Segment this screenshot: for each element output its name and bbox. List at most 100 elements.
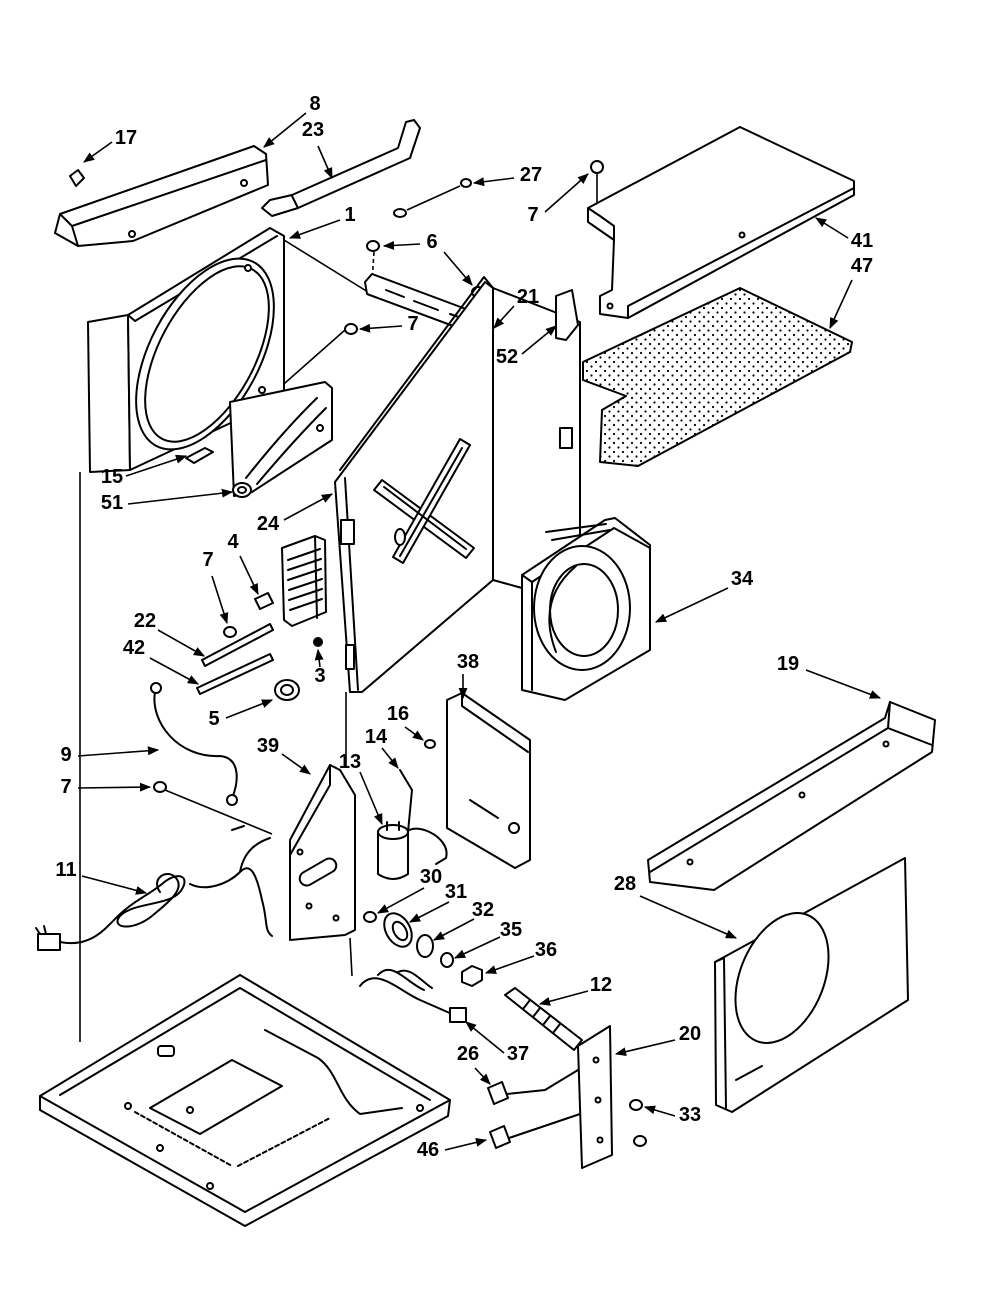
callout-11: 11 (55, 859, 76, 881)
part-13-capacitor (377, 821, 409, 880)
shroud-hole (244, 264, 252, 272)
part-6-screw (366, 240, 380, 252)
leader-7-mid (358, 323, 403, 333)
base-pan-channel (264, 1029, 403, 1115)
leader-36 (484, 955, 535, 974)
callout-41: 41 (851, 230, 873, 252)
part-5-ring (274, 679, 300, 701)
leader-15 (125, 454, 188, 477)
part-33-screw (633, 1135, 647, 1147)
bracket-edge (71, 225, 79, 247)
callout-6: 6 (426, 231, 437, 253)
leader-7-lower (77, 782, 152, 792)
leader-39 (281, 753, 311, 775)
housing-slot (559, 427, 573, 449)
leader-46 (444, 1138, 488, 1151)
part-47-filter-pad (582, 287, 853, 467)
shroud-orifice-rim (144, 265, 270, 443)
housing-flange-fold (344, 477, 359, 691)
callout-labels: 17 8 23 27 1 7 6 21 41 47 52 15 51 7 24 … (55, 93, 873, 1161)
bracket-hole (128, 230, 136, 238)
part-51-grommet (232, 482, 252, 498)
part-35-spacer (440, 952, 454, 968)
callout-24: 24 (257, 513, 280, 535)
shroud-lower-bracket (229, 381, 333, 497)
callout-27: 27 (520, 164, 542, 186)
part-7-screw-lower (153, 781, 167, 793)
leader-33 (643, 1105, 676, 1117)
callout-46: 46 (417, 1139, 439, 1161)
housing-slot (340, 519, 355, 545)
housing-front-panel (334, 281, 494, 693)
leader-6a (382, 240, 421, 250)
leader-13 (359, 771, 383, 826)
leader-47 (829, 279, 853, 330)
part-32-washer (416, 934, 434, 958)
part-7-screw-top (590, 160, 604, 174)
housing-hole (394, 528, 406, 546)
leader-3 (314, 648, 324, 668)
callout-35: 35 (500, 919, 522, 941)
part-37-harness (359, 968, 467, 1023)
callout-13: 13 (339, 751, 361, 773)
callout-47: 47 (851, 255, 873, 277)
leader-14 (381, 747, 399, 769)
part-9-cable (150, 682, 238, 806)
callout-52: 52 (496, 346, 518, 368)
callout-38: 38 (457, 651, 479, 673)
leader-26 (474, 1067, 491, 1085)
part-11-power-cord (35, 825, 273, 951)
callout-17: 17 (115, 127, 137, 149)
plug (37, 933, 61, 951)
callout-51: 51 (101, 492, 123, 514)
part-20-mounting-plate (577, 1025, 613, 1169)
leader-24 (283, 493, 333, 521)
leader-22 (157, 629, 205, 657)
guide-line-screw-6a (371, 251, 375, 283)
callout-15: 15 (101, 466, 123, 488)
bracket-slot (245, 397, 318, 479)
leader-34 (654, 587, 729, 623)
callout-32: 32 (472, 899, 494, 921)
bracket-hole (316, 424, 324, 432)
shroud-side-flange (87, 314, 131, 473)
leader-17 (83, 141, 113, 163)
callout-8: 8 (309, 93, 320, 115)
part-30-screw (363, 911, 377, 923)
callout-5: 5 (208, 708, 219, 730)
callout-31: 31 (445, 881, 467, 903)
part-41-top-cover (587, 126, 855, 319)
plate-slot (298, 857, 338, 887)
callout-23: 23 (302, 119, 324, 141)
grommet (460, 178, 472, 188)
part-4-clip (254, 592, 274, 610)
guide-line-harness-wire (164, 789, 273, 835)
base-pan (39, 974, 451, 1227)
callout-14: 14 (365, 726, 388, 748)
leader-52 (521, 325, 557, 355)
part-22-rod (201, 623, 274, 667)
leader-11 (81, 875, 148, 895)
callout-1: 1 (344, 204, 355, 226)
part-26-connector (487, 1069, 579, 1105)
leader-51 (127, 488, 234, 505)
leader-23 (317, 145, 333, 180)
callout-3: 3 (314, 665, 325, 687)
callout-7: 7 (202, 549, 213, 571)
leader-30 (377, 887, 425, 914)
part-17-screw (69, 169, 85, 187)
part-33-screw (629, 1099, 643, 1111)
bracket-slot (256, 407, 327, 485)
leader-4 (239, 555, 259, 596)
leader-7-left (211, 575, 229, 625)
part-16-screw (424, 739, 436, 749)
callout-39: 39 (257, 735, 279, 757)
part-31-knob (383, 912, 413, 948)
callout-22: 22 (134, 610, 156, 632)
callout-21: 21 (517, 286, 539, 308)
part-39-control-plate (289, 764, 356, 941)
part-24-housing (334, 276, 581, 693)
callout-4: 4 (227, 531, 239, 553)
base-pan-recess (149, 1059, 283, 1135)
